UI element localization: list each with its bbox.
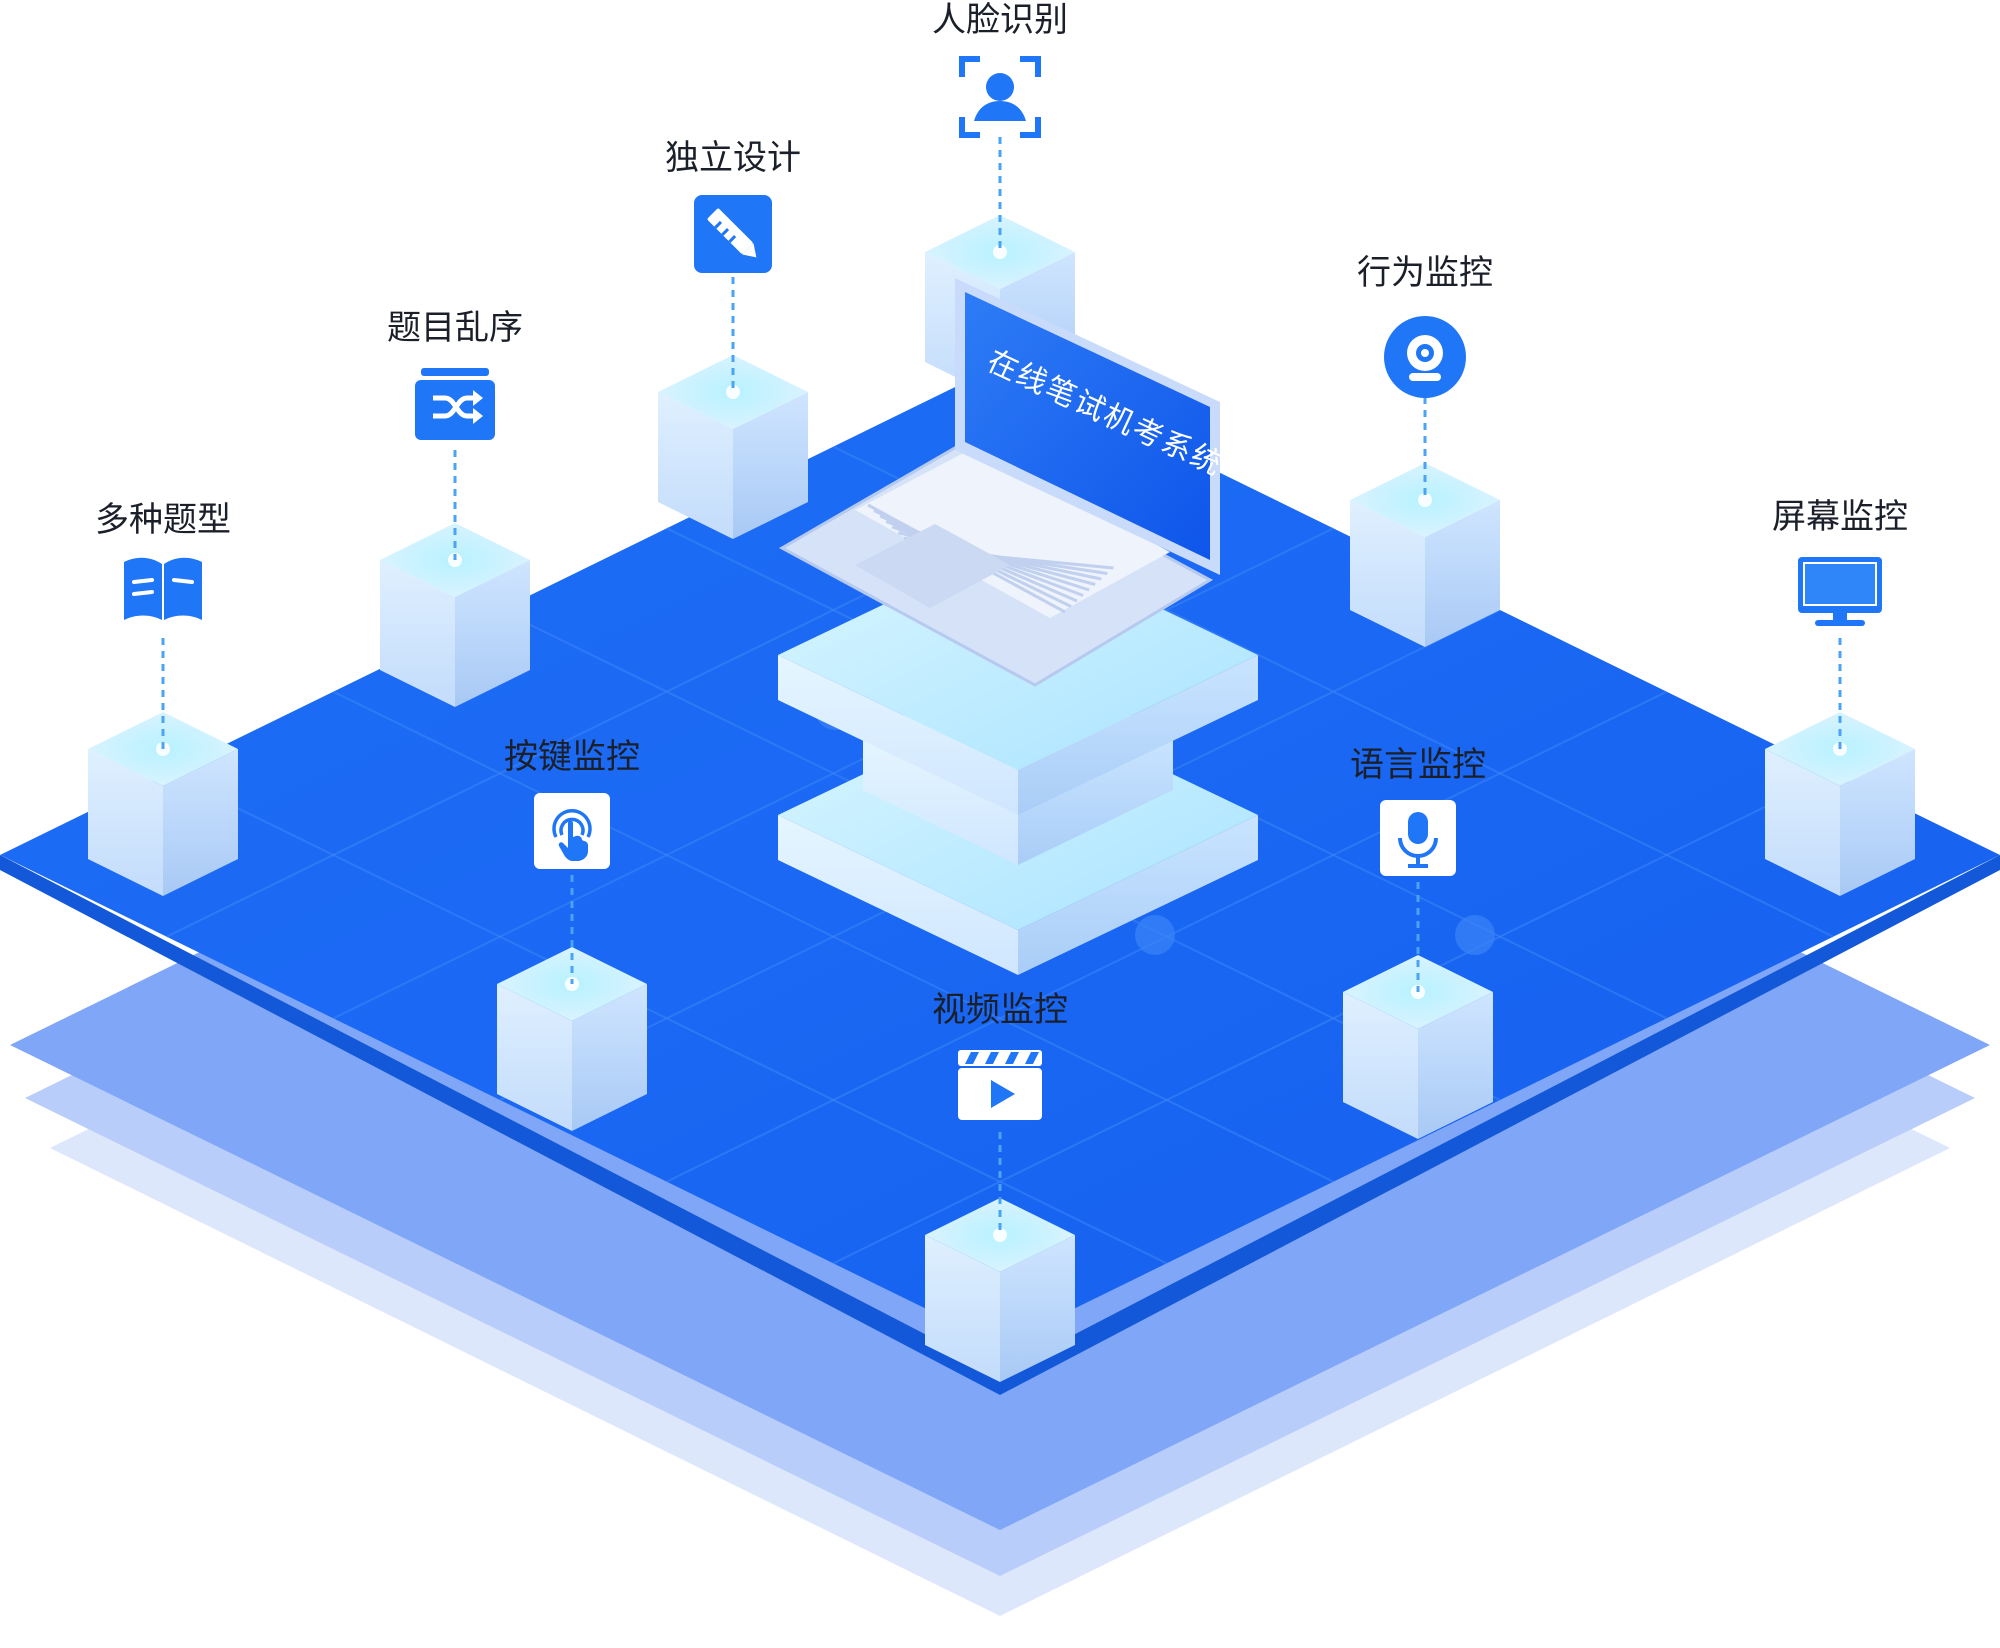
cube-left-face xyxy=(497,984,572,1131)
cube-anchor-dot xyxy=(993,245,1007,259)
grid-node-dot xyxy=(1455,915,1495,955)
laptop-screen xyxy=(965,292,1210,560)
feature-label: 按键监控 xyxy=(504,737,640,777)
cube-right-face xyxy=(1840,749,1915,896)
cube-right-face xyxy=(163,749,238,896)
central-laptop-stack: 在线笔试机考系统 xyxy=(778,278,1258,975)
cube-anchor-dot xyxy=(1418,493,1432,507)
feature-label: 多种题型 xyxy=(95,500,231,540)
webcam-icon xyxy=(1305,315,1545,403)
cube-independent-design xyxy=(658,355,808,539)
slab-right-face xyxy=(1018,735,1173,865)
slab-right-face xyxy=(1018,655,1258,815)
cube-anchor-dot xyxy=(993,1228,1007,1242)
cube-behavior-monitor xyxy=(1350,463,1500,647)
connector-lines xyxy=(161,137,1842,1235)
laptop: 在线笔试机考系统 xyxy=(778,278,1228,687)
feature-label: 题目乱序 xyxy=(387,308,523,348)
feature-node-behavior-monitor: 行为监控 xyxy=(1305,253,1545,403)
feature-label: 人脸识别 xyxy=(932,0,1068,40)
cube-left-face xyxy=(1343,992,1418,1139)
cube-keystroke-monitor xyxy=(497,947,647,1131)
cube-left-face xyxy=(88,749,163,896)
feature-node-voice-monitor: 语言监控 xyxy=(1298,745,1538,880)
pencil-ruler-icon xyxy=(613,195,853,277)
cube-question-shuffle xyxy=(380,523,530,707)
grid-node-dot xyxy=(1135,915,1175,955)
cube-left-face xyxy=(1765,749,1840,896)
cube-right-face xyxy=(572,984,647,1131)
monitor-icon xyxy=(1720,556,1960,632)
laptop-touchpad xyxy=(855,524,1010,608)
cube-left-face xyxy=(380,560,455,707)
cube-left-face xyxy=(658,392,733,539)
cube-voice-monitor xyxy=(1343,955,1493,1139)
cube-right-face xyxy=(733,392,808,539)
feature-node-face-recognition: 人脸识别 xyxy=(880,0,1120,143)
feature-label: 行为监控 xyxy=(1357,253,1493,293)
cube-right-face xyxy=(455,560,530,707)
cube-right-face xyxy=(1418,992,1493,1139)
feature-label: 屏幕监控 xyxy=(1772,497,1908,537)
cube-right-face xyxy=(1425,500,1500,647)
feature-node-screen-monitor: 屏幕监控 xyxy=(1720,497,1960,632)
cube-anchor-dot xyxy=(726,385,740,399)
shuffle-icon xyxy=(335,368,575,444)
feature-node-independent-design: 独立设计 xyxy=(613,138,853,277)
cube-left-face xyxy=(1350,500,1425,647)
cube-left-face xyxy=(925,1235,1000,1382)
slab-left-face xyxy=(778,655,1018,815)
cube-video-monitor xyxy=(925,1198,1075,1382)
cube-question-types xyxy=(88,712,238,896)
feature-node-question-shuffle: 题目乱序 xyxy=(335,308,575,444)
slab-left-face xyxy=(863,735,1018,865)
laptop-keyboard xyxy=(855,447,1170,618)
cube-screen-monitor xyxy=(1765,712,1915,896)
feature-node-question-types: 多种题型 xyxy=(43,500,283,626)
video-clapper-icon xyxy=(880,1050,1120,1124)
touch-finger-icon xyxy=(452,793,692,873)
open-book-icon xyxy=(43,556,283,626)
face-scan-icon xyxy=(880,55,1120,143)
feature-node-video-monitor: 视频监控 xyxy=(880,990,1120,1124)
feature-label: 独立设计 xyxy=(665,138,801,178)
cube-right-face xyxy=(1000,1235,1075,1382)
feature-node-keystroke-monitor: 按键监控 xyxy=(452,737,692,873)
feature-label: 语言监控 xyxy=(1350,745,1486,785)
microphone-icon xyxy=(1298,800,1538,880)
feature-label: 视频监控 xyxy=(932,990,1068,1030)
slab-left-face xyxy=(778,815,1018,975)
grid-line xyxy=(832,772,1834,1265)
slab-right-face xyxy=(1018,815,1258,975)
